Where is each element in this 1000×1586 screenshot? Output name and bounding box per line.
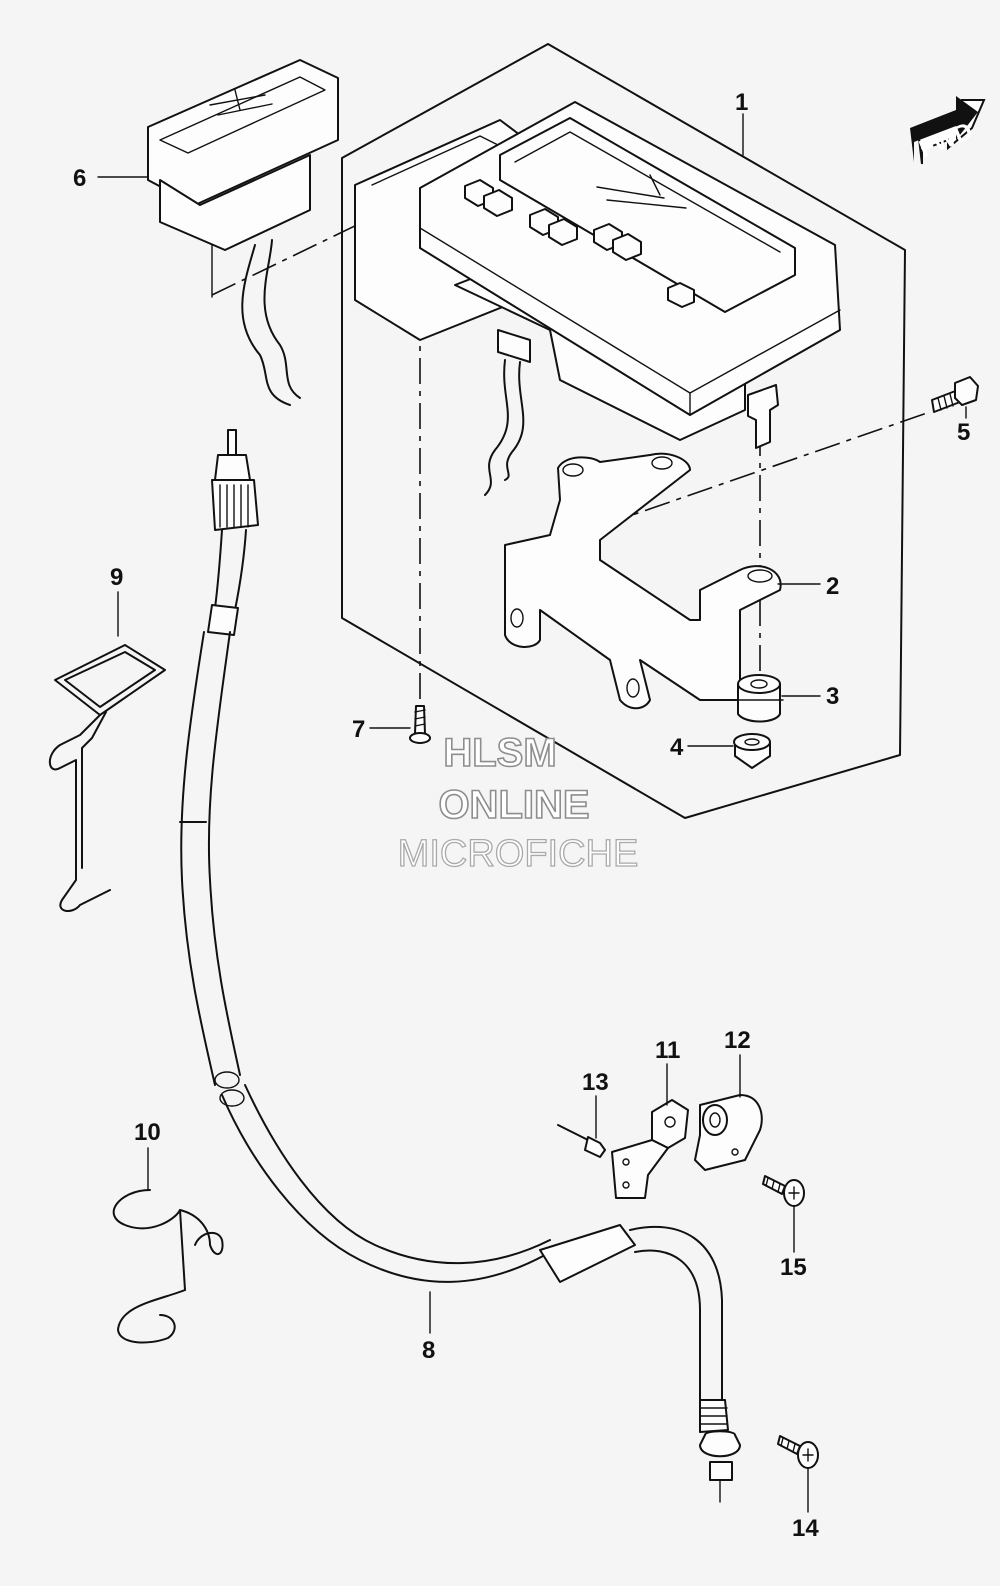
callout-7: 7 (352, 716, 365, 743)
plate-bracket-11 (611, 1099, 689, 1199)
callout-5: 5 (957, 419, 970, 446)
bolt-5 (931, 376, 979, 413)
fwd-arrow-icon: FWD (910, 96, 986, 165)
rivet-13 (557, 1124, 606, 1158)
watermark-line-2: ONLINE (438, 783, 589, 827)
callout-13: 13 (582, 1069, 609, 1096)
speedometer-cable (179, 429, 741, 1503)
collar (733, 733, 771, 769)
callout-10: 10 (134, 1119, 161, 1146)
callout-2: 2 (826, 573, 839, 600)
screw-15 (762, 1175, 805, 1207)
screw-7 (409, 705, 431, 744)
callout-6: 6 (73, 165, 86, 192)
callout-1: 1 (735, 89, 748, 116)
callout-8: 8 (422, 1337, 435, 1364)
callout-11: 11 (655, 1037, 680, 1064)
screw-14 (777, 1435, 819, 1469)
callout-15: 15 (780, 1254, 807, 1281)
watermark-line-3: MICROFICHE (398, 833, 639, 875)
callout-3: 3 (826, 683, 839, 710)
watermark: HLSM ONLINE MICROFICHE (397, 730, 639, 875)
wire-clip-9 (48, 644, 166, 912)
bracket (504, 452, 782, 710)
connector (147, 59, 339, 406)
meter-assembly (354, 101, 841, 496)
callout-14: 14 (792, 1515, 819, 1542)
spring-clip-10 (112, 1189, 224, 1344)
callout-9: 9 (110, 564, 123, 591)
grommet (734, 674, 784, 723)
watermark-line-1: HLSM (443, 731, 556, 775)
cable-clamp-12 (694, 1094, 763, 1171)
callout-4: 4 (670, 734, 684, 761)
meter-buttons (464, 179, 695, 308)
assembly-outline (341, 43, 906, 819)
callout-12: 12 (724, 1027, 751, 1054)
